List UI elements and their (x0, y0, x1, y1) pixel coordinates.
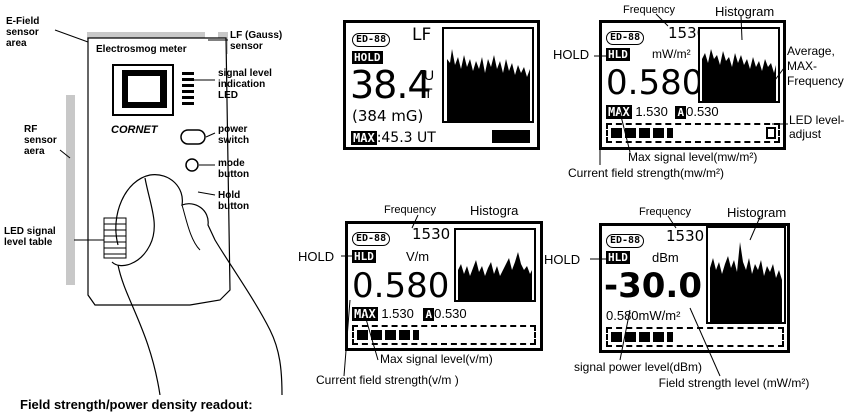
hold-tag: HLD (352, 250, 376, 263)
hold-tag: HLD (606, 48, 630, 61)
max-value: 1.530 (381, 306, 414, 321)
field-callout: Field strength level (mW/m²) (658, 376, 810, 390)
device-outline (54, 29, 283, 395)
device-brand: CORNET (111, 124, 158, 136)
unit-top: U (424, 67, 435, 83)
frequency-label-2: Frequency (623, 4, 675, 16)
avg-value: 0.530 (434, 306, 467, 321)
hold-callout-3: HOLD (298, 249, 335, 264)
histogram (706, 226, 786, 324)
reading-value: 0.580 (606, 63, 704, 103)
histogram-label-3: Histogra (470, 203, 519, 218)
efield-sensor-label: E-Field sensor area (6, 16, 40, 49)
max-value: :45.3 UT (376, 130, 436, 146)
max-row: MAX:45.3 UT (351, 129, 436, 146)
mode-indicator: ED-88 (606, 230, 645, 248)
mode-badge: ED-88 (606, 234, 645, 248)
footer-title: Field strength/power density readout: (20, 397, 253, 412)
avg-callout: Average, MAX-Frequency (787, 44, 844, 88)
histogram-plot (702, 49, 776, 101)
band-label: LF (412, 25, 432, 45)
histogram (698, 27, 780, 103)
frequency-label-4: Frequency (639, 206, 691, 218)
histogram-plot (458, 252, 532, 300)
gauss-reading: (384 mG) (352, 107, 424, 125)
led-table-label: LED signal level table (4, 226, 56, 248)
device-brand-top: Electrosmog meter (96, 44, 187, 55)
avg-value: 0.530 (686, 104, 719, 119)
avg-tag: A (423, 308, 435, 321)
hold-button-label: Hold button (218, 190, 250, 212)
unit-label: V/m (406, 249, 430, 264)
reading-value: -30.0 (604, 266, 702, 306)
histogram (442, 27, 534, 123)
led-callout: LED level-adjust (789, 113, 845, 141)
frequency-readout: 1530 (668, 24, 707, 42)
hold-tag: HOLD (352, 51, 383, 64)
unit-label: dBm (652, 250, 679, 265)
histogram-plot (710, 242, 782, 322)
histogram-label-4: Histogram (727, 205, 787, 220)
mode-indicator: ED-88 (352, 29, 391, 47)
max-tag: MAX (606, 105, 632, 119)
power-callout: signal power level(dBm) (574, 360, 703, 374)
current-callout-3: Current field strength(v/m ) (316, 373, 459, 387)
max-bar (492, 130, 530, 143)
lcd-panel-dbm: ED-88 1530 HLD dBm -30.0 0.580mW/m² (599, 223, 790, 353)
device-illustration: E-Field sensor area LF (Gauss) sensor El… (0, 0, 300, 395)
histogram-plot (447, 49, 530, 121)
max-tag: MAX (351, 131, 377, 145)
led-level-bar (352, 325, 536, 345)
hold-tag: HLD (606, 251, 630, 264)
avg-tag: A (675, 106, 687, 119)
frequency-readout: 1530 (412, 225, 451, 243)
led-level-bar (606, 327, 784, 347)
histogram (454, 228, 536, 302)
histogram-label-2: Histogram (715, 4, 775, 19)
lf-sensor-label: LF (Gauss) sensor (230, 30, 283, 52)
frequency-readout: 1530 (666, 227, 705, 245)
hold-callout-4: HOLD (544, 252, 581, 267)
mode-button-label: mode button (218, 158, 250, 180)
mode-indicator: ED-88 (352, 228, 391, 246)
mode-badge: ED-88 (352, 33, 391, 47)
max-signal-callout-3: Max signal level(v/m) (380, 352, 493, 366)
mode-badge: ED-88 (606, 31, 645, 45)
lcd-panel-lf: ED-88 LF HOLD 38.4 U T (384 mG) MAX:45.3… (343, 20, 540, 150)
reading-value: 0.580 (352, 266, 450, 306)
max-tag: MAX (352, 307, 378, 321)
reading-value: 38.4 (350, 63, 432, 107)
power-switch-label: power switch (218, 124, 250, 146)
led-level-bar (606, 123, 780, 143)
current-callout-2: Current field strength(mw/m²) (568, 166, 725, 180)
unit-label: mW/m² (652, 47, 691, 61)
hold-callout-2: HOLD (553, 47, 590, 62)
signal-led-label: signal level indication LED (218, 68, 272, 101)
field-strength-readout: 0.580mW/m² (606, 308, 681, 323)
max-value: 1.530 (635, 104, 668, 119)
frequency-label-3: Frequency (384, 204, 436, 216)
mode-badge: ED-88 (352, 232, 391, 246)
unit-bottom: T (424, 85, 433, 101)
rf-sensor-label: RF sensor aera (24, 124, 57, 157)
max-signal-callout-2: Max signal level(mw/m²) (628, 150, 758, 164)
mode-indicator: ED-88 (606, 27, 645, 45)
